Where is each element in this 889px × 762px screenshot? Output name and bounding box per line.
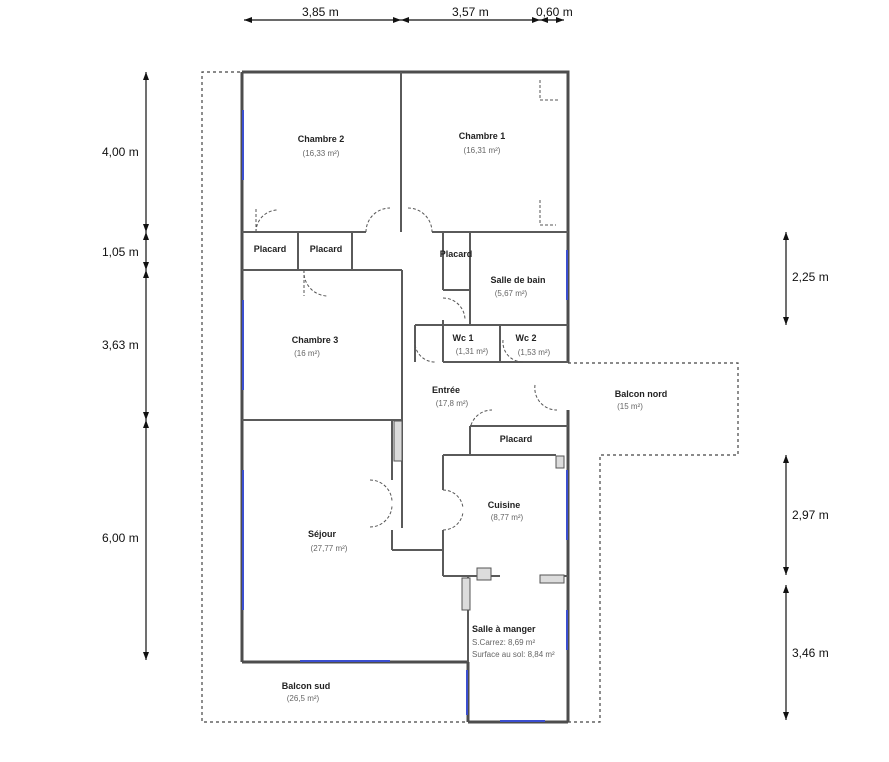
room-entree-area: (17,8 m²) — [436, 399, 469, 408]
dim-left-1: 4,00 m — [102, 145, 139, 159]
room-salle-a-manger-carrez: S.Carrez: 8,69 m² — [472, 638, 535, 647]
dim-top-1: 3,85 m — [302, 5, 339, 19]
dim-right-1: 2,25 m — [792, 270, 829, 284]
room-chambre2-area: (16,33 m²) — [303, 149, 340, 158]
room-sejour-name: Séjour — [308, 529, 337, 539]
room-sdb-area: (5,67 m²) — [495, 289, 528, 298]
dimension-lines — [143, 17, 789, 720]
dim-right-2: 2,97 m — [792, 508, 829, 522]
dim-left-2: 1,05 m — [102, 245, 139, 259]
room-cuisine-area: (8,77 m²) — [491, 513, 524, 522]
room-wc1-area: (1,31 m²) — [456, 347, 489, 356]
room-chambre3-name: Chambre 3 — [292, 335, 339, 345]
room-sejour-area: (27,77 m²) — [311, 544, 348, 553]
room-balcon-nord-name: Balcon nord — [615, 389, 668, 399]
dim-left-3: 3,63 m — [102, 338, 139, 352]
structural-columns — [393, 420, 565, 611]
room-balcon-nord-area: (15 m²) — [617, 402, 643, 411]
room-balcon-sud-name: Balcon sud — [282, 681, 331, 691]
room-chambre1-area: (16,31 m²) — [464, 146, 501, 155]
room-balcon-sud-area: (26,5 m²) — [287, 694, 320, 703]
room-wc2-name: Wc 2 — [515, 333, 536, 343]
room-placard1-name: Placard — [254, 244, 287, 254]
room-chambre3-area: (16 m²) — [294, 349, 320, 358]
room-salle-a-manger-sol: Surface au sol: 8,84 m² — [472, 650, 555, 659]
interior-walls — [242, 72, 568, 662]
room-placard2-name: Placard — [310, 244, 343, 254]
room-entree-name: Entrée — [432, 385, 460, 395]
room-wc1-name: Wc 1 — [452, 333, 473, 343]
dim-right-3: 3,46 m — [792, 646, 829, 660]
room-chambre2-name: Chambre 2 — [298, 134, 345, 144]
room-placard3-name: Placard — [440, 249, 473, 259]
doors — [255, 80, 558, 531]
room-chambre1-name: Chambre 1 — [459, 131, 506, 141]
room-salle-a-manger-name: Salle à manger — [472, 624, 536, 634]
room-sdb-name: Salle de bain — [490, 275, 545, 285]
room-placard4-name: Placard — [500, 434, 533, 444]
dim-top-3: 0,60 m — [536, 5, 573, 19]
room-cuisine-name: Cuisine — [488, 500, 521, 510]
room-wc2-area: (1,53 m²) — [518, 348, 551, 357]
dim-top-2: 3,57 m — [452, 5, 489, 19]
windows — [242, 110, 568, 722]
dim-left-4: 6,00 m — [102, 531, 139, 545]
balcony-outlines — [201, 71, 739, 723]
